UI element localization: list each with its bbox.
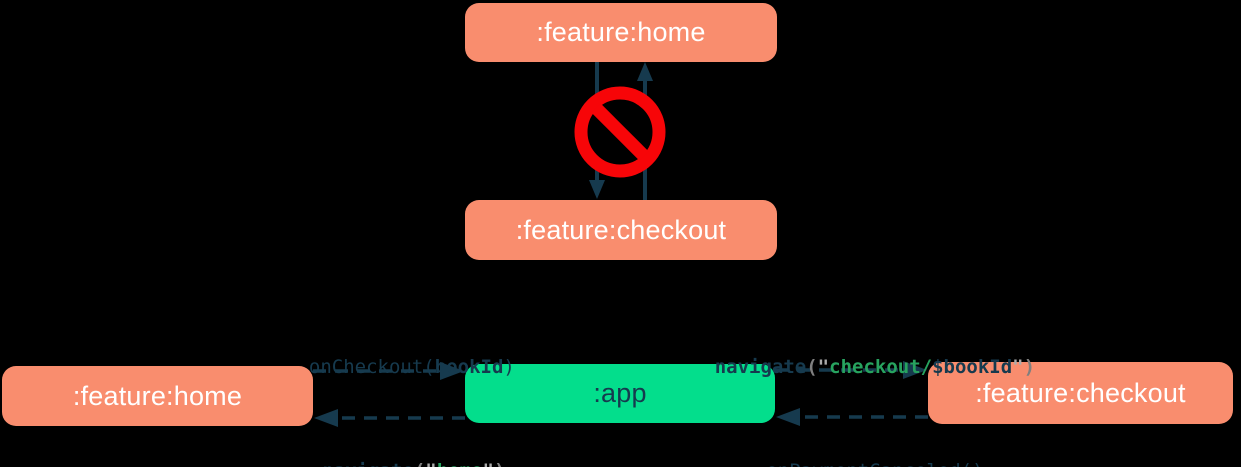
edge-home-to-checkout [589,61,605,199]
arrow-navigate-home [314,409,465,427]
module-label: :feature:home [536,17,706,47]
code-token: ) [1023,356,1036,378]
module-label: :feature:checkout [515,214,727,245]
code-token: navigate [322,460,414,467]
code-token: ) [494,460,505,467]
label-onpaymentcanceled: onPaymentCanceled() [720,435,983,467]
module-label: :app [593,378,647,408]
module-app: :app [465,364,775,423]
code-token: ) [503,356,515,378]
code-token: navigate [714,356,807,378]
code-token: " [425,460,436,467]
code-token: " [1012,356,1024,378]
code-token: checkout/ [829,356,933,378]
no-entry-icon [574,86,666,178]
code-token: onCheckout( [308,356,435,378]
module-feature-checkout-top: :feature:checkout [465,200,777,260]
label-navigate-home: navigate("home") [277,435,505,467]
code-token: $bookId [932,356,1013,378]
module-feature-checkout-bottom: :feature:checkout [928,362,1233,424]
module-label: :feature:home [72,380,243,411]
module-feature-home-bottom: :feature:home [2,366,313,426]
code-token: " [817,356,830,378]
code-token: onPaymentCanceled() [766,460,983,467]
label-oncheckout: onCheckout(bookId) [263,331,515,403]
module-label: :feature:checkout [975,377,1186,408]
code-token: ( [806,356,818,378]
module-feature-home-top: :feature:home [465,3,777,62]
code-token: bookId [434,356,504,378]
edge-checkout-to-home [637,62,653,200]
code-token: ( [414,460,425,467]
code-token: home [437,460,483,467]
arrow-onpaymentcanceled [776,408,928,426]
code-token: " [483,460,494,467]
label-navigate-checkout: navigate("checkout/$bookId") [669,331,1035,403]
